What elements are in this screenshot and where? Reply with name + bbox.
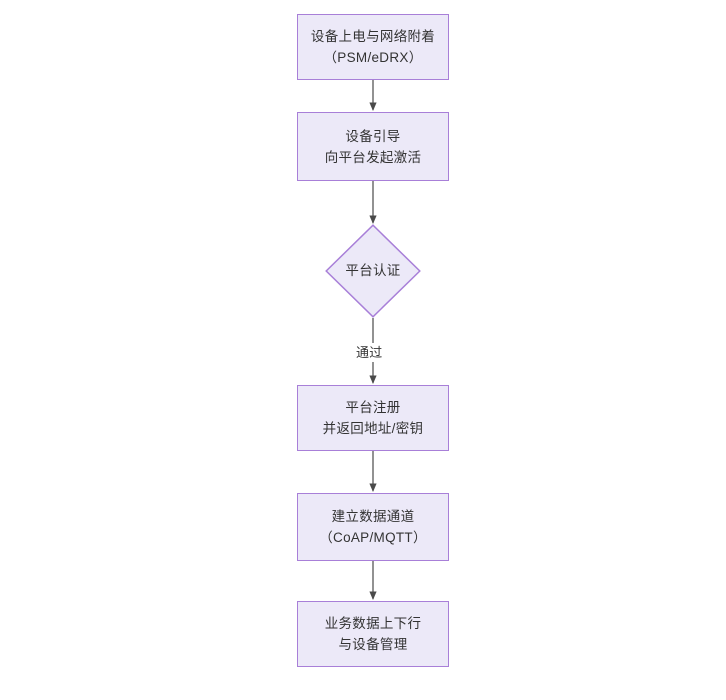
node-channel[interactable]: 建立数据通道 （CoAP/MQTT） (297, 493, 449, 561)
node-auth[interactable]: 平台认证 (325, 224, 421, 318)
decision-diamond-shape (325, 224, 421, 318)
node-auth-label: 平台认证 (345, 263, 401, 278)
node-bootstrap[interactable]: 设备引导 向平台发起激活 (297, 112, 449, 181)
node-bootstrap-line-1: 设备引导 (345, 128, 401, 144)
node-bootstrap-line-2: 向平台发起激活 (324, 149, 422, 165)
node-data-exchange[interactable]: 业务数据上下行 与设备管理 (297, 601, 449, 667)
node-power-on[interactable]: 设备上电与网络附着 （PSM/eDRX） (297, 14, 449, 80)
node-register-line-1: 平台注册 (345, 400, 401, 415)
node-data-exchange-line-2: 与设备管理 (338, 637, 408, 652)
edge-label-pass: 通过 (353, 343, 386, 362)
node-channel-line-1: 建立数据通道 (331, 509, 415, 524)
node-channel-line-2: （CoAP/MQTT） (319, 530, 427, 545)
node-register-line-2: 并返回地址/密钥 (322, 421, 424, 436)
node-register[interactable]: 平台注册 并返回地址/密钥 (297, 385, 449, 451)
node-power-on-line-1: 设备上电与网络附着 (310, 29, 436, 44)
node-power-on-line-2: （PSM/eDRX） (323, 50, 423, 65)
node-data-exchange-line-1: 业务数据上下行 (324, 616, 422, 631)
